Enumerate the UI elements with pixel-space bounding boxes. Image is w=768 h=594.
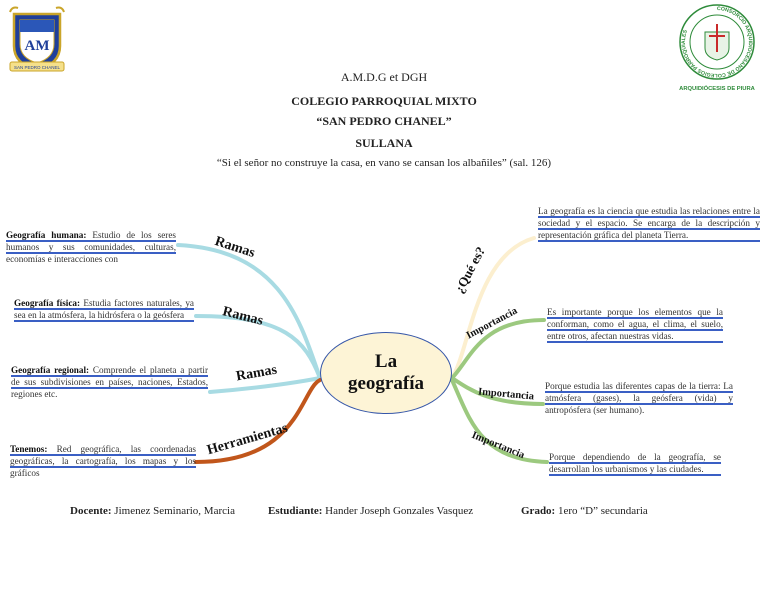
box-geografia-regional-text: Comprende el planeta a partir de sus sub… <box>11 365 209 400</box>
underline <box>14 320 194 322</box>
central-topic-line1: La <box>374 351 398 372</box>
box-definicion-text: La geografía es la ciencia que estudia l… <box>538 206 760 241</box>
box-geografia-regional-label: Geografía regional: <box>11 365 90 375</box>
underline <box>538 216 760 218</box>
underline <box>547 329 723 331</box>
footer-docente-label: Docente: <box>70 505 112 517</box>
underline <box>6 252 176 254</box>
box-geografia-fisica: Geografía física: Estudia factores natur… <box>14 297 194 321</box>
box-herramientas: Tenemos: Red geográfica, las coordenadas… <box>10 443 196 480</box>
underline <box>14 308 194 310</box>
underline <box>545 391 733 393</box>
connector-importancia-2 <box>450 376 545 406</box>
box-geografia-regional: Geografía regional: Comprende el planeta… <box>11 364 208 401</box>
header-school-name: “SAN PEDRO CHANEL” <box>316 114 452 128</box>
header-quote: “Si el señor no construye la casa, en va… <box>216 157 552 169</box>
box-importancia-2-text: Porque estudia las diferentes capas de l… <box>545 381 733 416</box>
header-city: SULLANA <box>355 136 413 150</box>
footer-grado-label: Grado: <box>521 505 556 517</box>
underline <box>547 317 723 319</box>
underline <box>10 454 196 456</box>
crest-banner-text: SAN PEDRO CHANEL <box>14 65 61 70</box>
header-school-type: COLEGIO PARROQUIAL MIXTO <box>291 94 477 108</box>
underline <box>11 387 208 389</box>
box-geografia-fisica-text: Estudia factores naturales, ya sea en la… <box>14 298 195 321</box>
underline <box>549 462 721 464</box>
box-importancia-1-text: Es importante porque los elementos que l… <box>547 307 723 342</box>
connector-ramas-fisica <box>194 314 322 380</box>
crest-monogram: AM <box>25 38 50 54</box>
underline <box>538 240 760 242</box>
underline <box>545 403 733 405</box>
footer-grado-value: 1ero “D” secundaria <box>557 505 648 517</box>
box-geografia-humana: Geografía humana: Estudio de los seres h… <box>6 229 176 266</box>
box-herramientas-label: Tenemos: <box>10 444 48 454</box>
seal-caption: ARQUIDIÓCESIS DE PIURA <box>679 84 756 92</box>
connector-ramas-humana <box>176 243 322 380</box>
box-importancia-3: Porque dependiendo de la geografía, se d… <box>549 451 721 475</box>
connector-importancia-1 <box>450 318 546 380</box>
footer-estudiante-label: Estudiante: <box>268 505 323 517</box>
underline <box>549 474 721 476</box>
connector-que-es <box>450 236 536 380</box>
footer-docente-value: Jimenez Seminario, Marcia <box>114 505 235 517</box>
box-geografia-fisica-label: Geografía física: <box>14 298 81 308</box>
footer-docente: Docente: Jimenez Seminario, Marcia <box>70 505 235 517</box>
box-definicion: La geografía es la ciencia que estudia l… <box>538 205 760 242</box>
header-motto: A.M.D.G et DGH <box>340 70 428 84</box>
box-importancia-3-text: Porque dependiendo de la geografía, se d… <box>549 452 721 475</box>
box-importancia-2: Porque estudia las diferentes capas de l… <box>545 380 733 417</box>
footer-estudiante-value: Hander Joseph Gonzales Vasquez <box>325 505 474 517</box>
central-topic-line2: geografía <box>348 373 424 394</box>
underline <box>547 341 723 343</box>
box-geografia-humana-label: Geografía humana: <box>6 230 87 240</box>
underline <box>6 240 176 242</box>
footer-estudiante: Estudiante: Hander Joseph Gonzales Vasqu… <box>268 505 473 517</box>
footer-grado: Grado: 1ero “D” secundaria <box>521 505 648 517</box>
underline <box>10 466 196 468</box>
box-importancia-1: Es importante porque los elementos que l… <box>547 306 723 343</box>
school-crest-logo: AM SAN PEDRO CHANEL <box>9 6 65 72</box>
connector-ramas-regional <box>208 376 322 394</box>
connector-herramientas <box>194 378 322 464</box>
central-topic: La geografía <box>320 332 452 414</box>
box-herramientas-text: Red geográfica, las coordenadas geográfi… <box>10 444 197 479</box>
underline <box>538 228 760 230</box>
underline <box>11 375 208 377</box>
connector-importancia-3 <box>450 378 549 464</box>
box-geografia-humana-text: Estudio de los seres humanos y sus comun… <box>6 230 176 265</box>
consortium-seal-logo: CONSORCIO ARQUIDIOCESANO DE COLEGIOS PAR… <box>679 4 756 92</box>
